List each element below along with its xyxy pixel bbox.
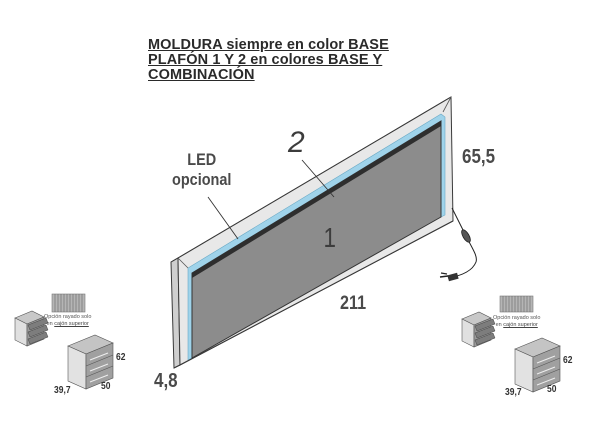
nightstand-left (14, 293, 114, 390)
part-2-leader-line (301, 159, 335, 198)
nightstand-left-depth: 39,7 (54, 385, 71, 396)
nightstand-left-width: 50 (101, 381, 111, 392)
led-label-line-2: opcional (172, 170, 232, 189)
part-2-label: 2 (288, 126, 305, 159)
headboard (170, 96, 477, 369)
nightstand-right-height: 62 (563, 355, 573, 366)
plug-icon (439, 272, 459, 282)
stripe-note-prefix: en (495, 322, 504, 328)
stripe-note-underlined: cajón superior (54, 321, 89, 327)
large-nightstand (514, 337, 561, 393)
stripe-note-line-2: en cajón superior (493, 322, 540, 329)
title-block: MOLDURA siempre en color BASE PLAFÓN 1 Y… (148, 38, 488, 83)
stripe-note-right: Opción rayado solo en cajón superior (493, 315, 540, 329)
small-nightstand-open (461, 311, 496, 348)
led-cable (447, 207, 477, 279)
large-nightstand (67, 334, 114, 390)
led-label: LED opcional (172, 150, 231, 190)
title-line-3: COMBINACIÓN (148, 67, 255, 83)
stripe-note-line-2: en cajón superior (44, 321, 91, 328)
cable-switch (461, 229, 471, 243)
nightstand-left-height: 62 (116, 352, 126, 363)
stripe-note-left: Opción rayado solo en cajón superior (44, 314, 91, 328)
panel-2 (192, 121, 441, 278)
led-label-line-1: LED (187, 150, 217, 169)
nightstand-right (461, 295, 561, 393)
led-leader-line (207, 196, 239, 240)
depth-dimension: 4,8 (154, 370, 178, 392)
stripe-swatch-icon (51, 293, 86, 313)
stripe-swatch-icon (499, 295, 534, 313)
part-1-label: 1 (323, 222, 337, 253)
title-line-1: MOLDURA siempre en color BASE (148, 37, 389, 53)
title-line-2: PLAFÓN 1 Y 2 en colores BASE Y (148, 52, 383, 68)
stripe-note-underlined: cajón superior (503, 322, 538, 328)
stripe-note-line-1: Opción rayado solo (493, 315, 541, 321)
stripe-note-line-1: Opción rayado solo (44, 314, 92, 320)
height-dimension: 65,5 (462, 146, 496, 168)
width-dimension: 211 (340, 293, 367, 314)
small-nightstand-open (14, 310, 49, 347)
nightstand-right-width: 50 (547, 384, 557, 395)
stripe-note-prefix: en (46, 321, 55, 327)
nightstand-right-depth: 39,7 (505, 387, 522, 398)
